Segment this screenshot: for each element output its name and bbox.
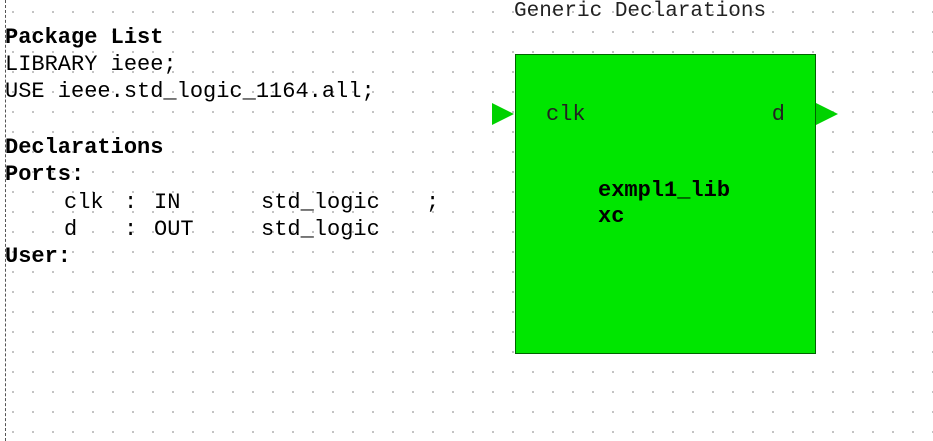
output-pin-arrow-icon[interactable] [816, 103, 838, 125]
port-d-mode: OUT [154, 217, 194, 242]
user-declarations-title: User: [5, 244, 72, 269]
port-clk-mode: IN [154, 190, 181, 215]
port-clk-separator: : [124, 190, 138, 215]
output-port-label: d [771, 102, 785, 127]
port-clk-type: std_logic [261, 190, 380, 215]
package-use-line: USE ieee.std_logic_1164.all; [5, 79, 375, 104]
port-clk-terminator: ; [426, 190, 440, 215]
declarations-title: Declarations [5, 135, 164, 160]
input-port-label: clk [546, 102, 586, 127]
generic-declarations-title: Generic Declarations [514, 0, 767, 23]
port-clk-name: clk [64, 190, 104, 215]
component-symbol-block[interactable]: clk d exmpl1_lib xc [515, 54, 816, 354]
port-d-name: d [64, 217, 78, 242]
symbol-cell-name: xc [598, 204, 625, 229]
ports-title: Ports: [5, 162, 85, 187]
package-list-title: Package List [5, 25, 164, 50]
port-d-separator: : [124, 217, 138, 242]
symbol-library-name: exmpl1_lib [598, 178, 731, 203]
left-border-line [5, 0, 6, 441]
input-pin-arrow-icon[interactable] [492, 103, 514, 125]
port-d-type: std_logic [261, 217, 380, 242]
package-library-line: LIBRARY ieee; [5, 52, 177, 77]
